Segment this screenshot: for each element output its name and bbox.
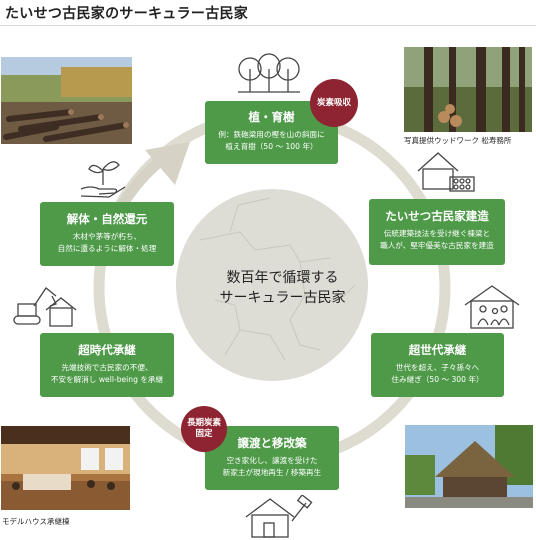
page-title: たいせつ古民家のサーキュラー古民家 bbox=[5, 6, 249, 22]
long-term-carbon-badge: 長期炭素 固定 bbox=[181, 406, 227, 452]
center-disc bbox=[176, 189, 368, 381]
stage-heading: 植・育樹 bbox=[248, 110, 295, 124]
stage-generational-succession: 超世代承継 世代を超え、子々孫々へ 住み継ぎ（50 ～ 300 年） bbox=[371, 333, 504, 397]
trees-icon bbox=[238, 53, 300, 93]
stage-heading: 譲渡と移改築 bbox=[237, 436, 307, 450]
stage-description: 世代を超え、子々孫々へ 住み継ぎ（50 ～ 300 年） bbox=[391, 363, 484, 384]
stage-description: 空き家化し、譲渡を受けた 新家主が現地再生 / 移築再生 bbox=[222, 456, 322, 477]
cycle-arrowhead bbox=[145, 142, 190, 185]
title-divider bbox=[0, 25, 536, 26]
model-house-interior-photo bbox=[1, 426, 130, 510]
stage-transfer-relocation: 譲渡と移改築 空き家化し、譲渡を受けた 新家主が現地再生 / 移築再生 bbox=[205, 426, 339, 490]
center-label: 数百年で循環する サーキュラー古民家 bbox=[219, 270, 346, 306]
forest-photo-caption: 写真提供ウッドワーク 松寿務所 bbox=[404, 136, 512, 145]
house-with-hammer-icon bbox=[245, 495, 313, 538]
stage-heading: 超世代承継 bbox=[408, 343, 467, 357]
stage-description: 伝統建築技法を受け継ぐ棟梁と 職人が、堅牢優美な古民家を建造 bbox=[380, 229, 494, 250]
stage-description: 例：鉄砲梁用の樫を山の斜面に 植え育樹（50 ～ 100 年） bbox=[218, 130, 325, 151]
forest-photo bbox=[404, 47, 532, 132]
logs-photo bbox=[1, 57, 132, 144]
stage-description: 先端技術で古民家の不便、 不安を解消し well-being を承継 bbox=[50, 363, 164, 384]
stage-era-succession: 超時代承継 先端技術で古民家の不便、 不安を解消し well-being を承継 bbox=[40, 333, 174, 397]
family-house-icon bbox=[464, 285, 520, 329]
thatched-house-photo bbox=[405, 425, 533, 508]
hand-sprout-icon bbox=[80, 161, 126, 198]
excavator-house-icon bbox=[13, 287, 77, 327]
stage-construction: たいせつ古民家建造 伝統建築技法を受け継ぐ棟梁と 職人が、堅牢優美な古民家を建造 bbox=[369, 199, 505, 265]
stage-heading: 解体・自然還元 bbox=[66, 212, 148, 226]
center-map-lines bbox=[199, 197, 356, 361]
stage-description: 木材や茅等が朽ち、 自然に還るように解体・処理 bbox=[57, 232, 157, 253]
carbon-absorption-badge: 炭素吸収 bbox=[310, 79, 358, 127]
stage-heading: たいせつ古民家建造 bbox=[385, 209, 489, 223]
stage-heading: 超時代承継 bbox=[78, 343, 136, 357]
house-with-lumber-icon bbox=[417, 152, 475, 192]
stage-dismantle-return: 解体・自然還元 木材や茅等が朽ち、 自然に還るように解体・処理 bbox=[40, 202, 174, 266]
model-house-caption: モデルハウス承継棟 bbox=[2, 517, 70, 526]
